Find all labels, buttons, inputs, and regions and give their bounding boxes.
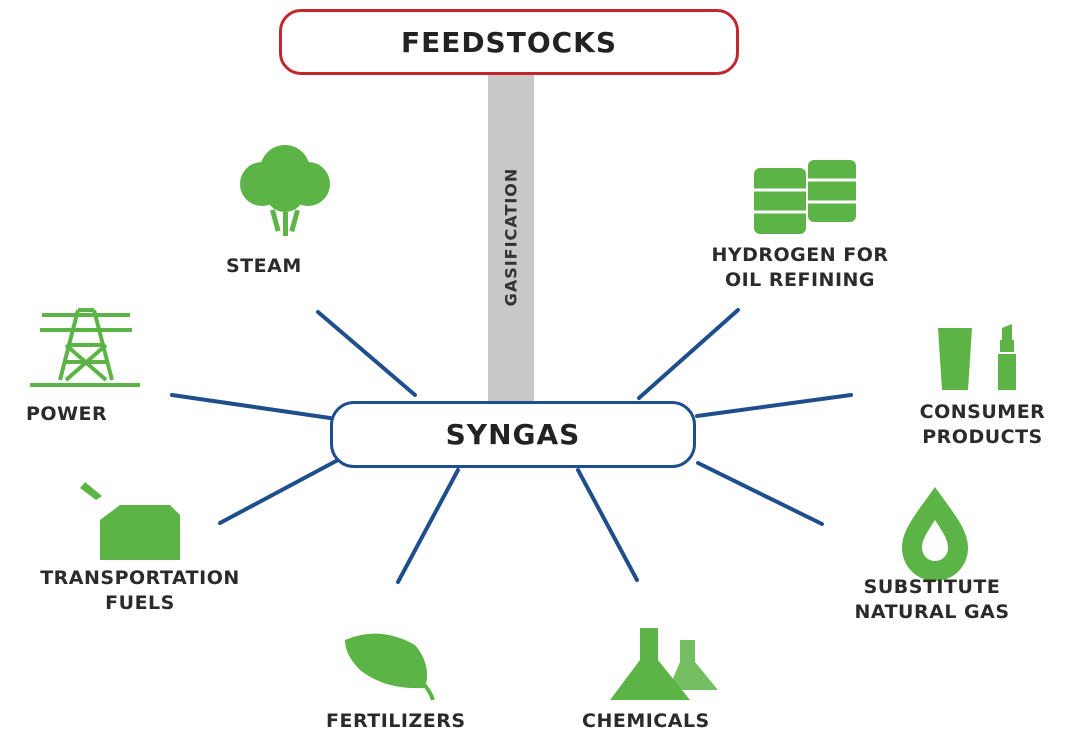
label-fertilizers: FERTILIZERS: [326, 710, 466, 732]
label-chemicals: CHEMICALS: [582, 710, 710, 732]
label-transportation-line2: FUELS: [105, 592, 175, 614]
label-hydrogen-line2: OIL REFINING: [724, 269, 876, 291]
spoke-consumer: [695, 393, 853, 418]
gasification-bar: [488, 74, 534, 404]
label-steam: STEAM: [226, 255, 302, 277]
label-sng-line1: SUBSTITUTE: [863, 576, 1001, 598]
tube-lipstick-icon: [938, 324, 1016, 390]
spoke-sng: [696, 461, 824, 526]
power-tower-icon: [30, 308, 140, 387]
feedstocks-box: FEEDSTOCKS: [279, 9, 739, 75]
label-power: POWER: [26, 403, 108, 425]
spoke-hydrogen: [637, 308, 740, 400]
label-consumer-line1: CONSUMER: [919, 401, 1046, 423]
syngas-box: SYNGAS: [330, 401, 696, 468]
spoke-lines: [170, 308, 853, 584]
flask-icon: [610, 628, 718, 700]
spoke-steam: [316, 310, 417, 397]
cloud-steam-icon: [240, 145, 330, 236]
label-sng-line2: NATURAL GAS: [854, 601, 1010, 623]
label-transportation-line1: TRANSPORTATION: [40, 567, 240, 589]
label-hydrogen-line1: HYDROGEN FOR: [711, 244, 889, 266]
spoke-chemicals: [576, 468, 639, 582]
label-consumer-products: CONSUMER PRODUCTS: [890, 400, 1075, 450]
leaf-icon: [345, 633, 435, 701]
spoke-fertilizers: [396, 468, 460, 584]
barrels-icon: [754, 160, 856, 234]
label-substitute-natural-gas: SUBSTITUTE NATURAL GAS: [812, 575, 1052, 625]
label-transportation-fuels: TRANSPORTATION FUELS: [4, 566, 276, 616]
gasification-label: GASIFICATION: [501, 167, 521, 307]
fuel-can-icon: [80, 482, 180, 560]
spoke-transportation: [218, 458, 340, 525]
spoke-power: [170, 393, 332, 420]
flame-drop-icon: [902, 487, 968, 581]
label-consumer-line2: PRODUCTS: [922, 426, 1043, 448]
label-hydrogen: HYDROGEN FOR OIL REFINING: [670, 243, 930, 293]
